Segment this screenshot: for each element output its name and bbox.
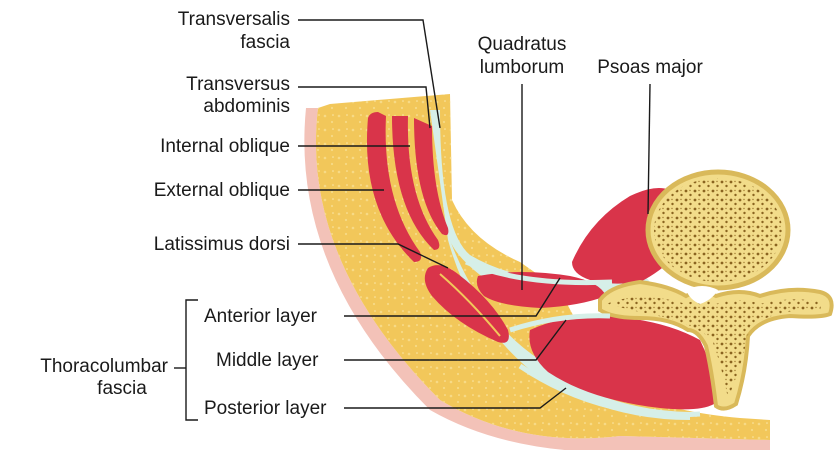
label-latissimus-dorsi: Latissimus dorsi [154,234,290,255]
label-anterior-layer: Anterior layer [204,306,318,327]
label-quadratus-lumborum-line1: Quadratus [478,34,567,55]
label-middle-layer: Middle layer [216,350,319,371]
label-thoracolumbar-fascia-line1: Thoracolumbar [40,356,168,377]
label-transversus-abdominis-line2: abdominis [203,96,290,117]
label-transversalis-fascia-line1: Transversalis [178,9,290,30]
label-posterior-layer: Posterior layer [204,398,327,419]
label-psoas-major: Psoas major [597,57,703,78]
thoracolumbar-bracket [186,300,198,420]
label-external-oblique: External oblique [154,180,290,201]
label-quadratus-lumborum-line2: lumborum [480,57,564,78]
label-transversalis-fascia-line2: fascia [240,32,290,53]
vertebral-body-texture [654,178,782,282]
label-transversus-abdominis-line1: Transversus [186,74,290,95]
label-thoracolumbar-fascia-line2: fascia [97,378,147,399]
label-internal-oblique: Internal oblique [160,136,290,157]
